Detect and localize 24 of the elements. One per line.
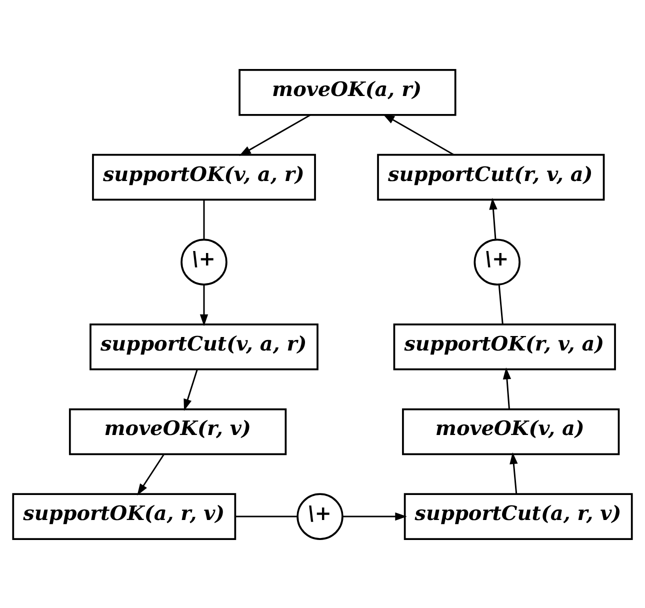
node-box: supportCut(a, r, v) [404,492,633,540]
connector [498,284,504,324]
arrow [200,284,208,326]
node-circle: \+ [180,238,228,285]
node-box: supportCut(r, v, a) [377,153,605,200]
arrow [184,369,198,410]
node-circle: \+ [474,238,521,285]
node-box: moveOK(v, a) [402,408,620,455]
node-box: moveOK(a, r) [238,68,456,116]
connector [203,200,205,239]
node-box: supportOK(r, v, a) [393,323,616,370]
node-box: supportCut(v, a, r) [90,323,318,370]
node-box: supportOK(a, r, v) [12,492,236,540]
arrow [342,512,407,520]
arrow [239,114,311,156]
arrow [502,367,512,408]
connector [235,515,298,517]
node-box: supportOK(v, a, r) [92,153,316,200]
arrow [510,452,518,494]
arrow [382,113,454,155]
node-circle: \+ [296,492,344,540]
node-box: moveOK(r, v) [68,408,287,455]
arrow [137,454,164,495]
arrow [489,197,498,240]
